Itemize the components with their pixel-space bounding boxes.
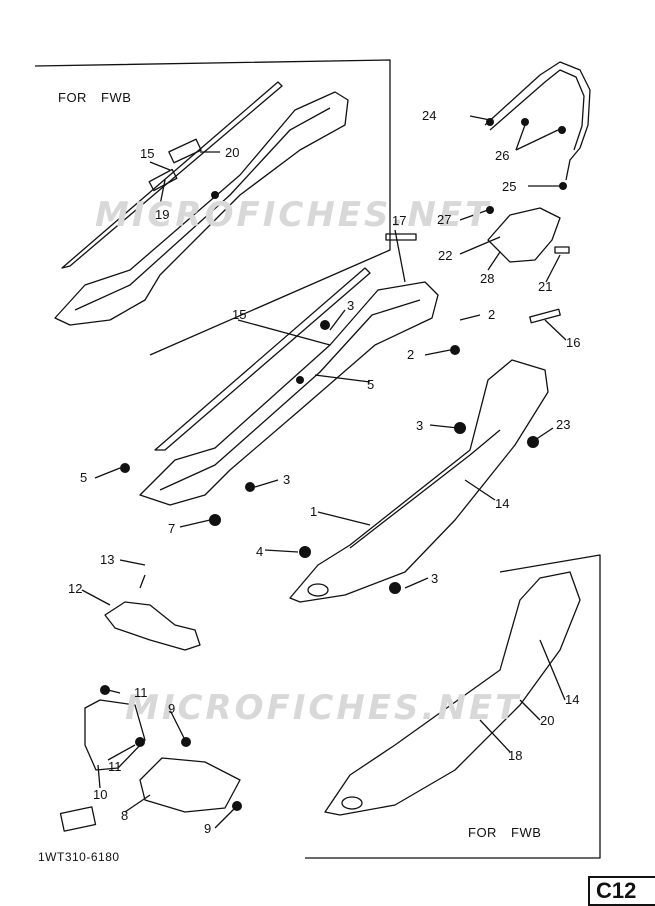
callout-15: 15 [232,307,247,322]
part-12-bracket [104,601,201,651]
part-19-inset [148,168,178,192]
callout-14: 14 [565,692,580,707]
part-side-cover-inset [54,91,349,326]
for-fwb-bottom-label: FOR FWB [468,825,542,840]
callout-22: 22 [438,248,453,263]
part-side-cover-inset-bottom [324,571,581,816]
callout-28: 28 [480,271,495,286]
callout-14: 14 [495,496,510,511]
part-20-inset [168,138,202,164]
callout-12: 12 [68,581,83,596]
callout-9: 9 [168,701,176,716]
callout-2: 2 [488,307,496,322]
callout-11: 11 [108,759,122,774]
callout-25: 25 [502,179,517,194]
callout-3: 3 [416,418,424,433]
callout-27: 27 [437,212,452,227]
part-17 [385,233,417,241]
for-fwb-top-label: FOR FWB [58,90,132,105]
callout-1: 1 [310,504,318,519]
callout-19: 19 [155,207,170,222]
callout-11: 11 [134,685,148,700]
part-24-grab-rail [484,61,591,181]
part-15 [154,267,371,451]
watermark-top: MICROFICHES.NET [95,195,492,235]
callout-3: 3 [347,298,355,313]
part-10-bracket [84,699,146,771]
callout-9: 9 [204,821,212,836]
callout-4: 4 [256,544,264,559]
callout-18: 18 [508,748,523,763]
callout-26: 26 [495,148,510,163]
callout-8: 8 [121,808,129,823]
part-15-inset [61,81,283,269]
callout-16: 16 [566,335,581,350]
part-21 [554,246,570,254]
callout-3: 3 [283,472,291,487]
callout-24: 24 [422,108,437,123]
part-16 [529,308,561,324]
part-28 [487,207,561,263]
callout-5: 5 [367,377,375,392]
callout-2: 2 [407,347,415,362]
callout-21: 21 [538,279,553,294]
fwd-tag [59,806,97,832]
callout-23: 23 [556,417,571,432]
callout-20: 20 [540,713,555,728]
callout-17: 17 [392,213,407,228]
callout-15: 15 [140,146,155,161]
callout-10: 10 [93,787,108,802]
inset-box-bottom [305,554,601,859]
part-code-label: 1WT310-6180 [38,850,120,864]
page-id-label: C12 [588,876,655,906]
callout-7: 7 [168,521,176,536]
callout-20: 20 [225,145,240,160]
callout-5: 5 [80,470,88,485]
part-8-plate [139,757,241,813]
callout-3: 3 [431,571,439,586]
inset-box-top [34,59,391,356]
part-5-side-cover [139,281,439,506]
part-1-side-cover [289,359,549,603]
watermark-bottom: MICROFICHES.NET [125,688,522,728]
callout-13: 13 [100,552,115,567]
